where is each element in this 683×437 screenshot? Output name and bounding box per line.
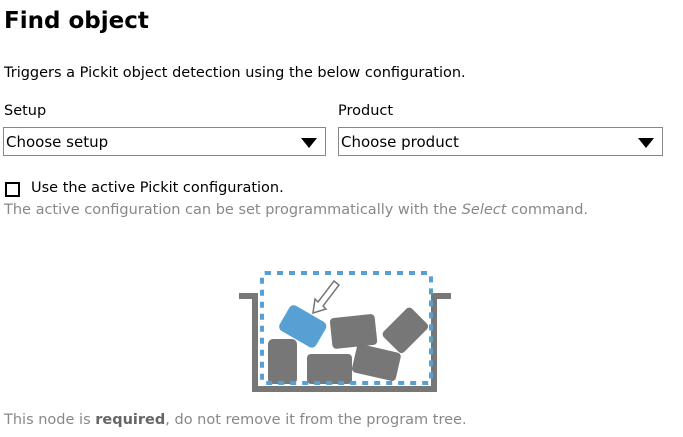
object-shape	[329, 314, 378, 349]
footer-required: required	[95, 412, 166, 428]
setup-select[interactable]: Choose setup	[3, 127, 326, 156]
object-shape	[268, 339, 297, 384]
description: Triggers a Pickit object detection using…	[4, 65, 466, 81]
detection-roi	[260, 271, 433, 385]
note-text-end: command.	[506, 202, 589, 218]
product-value: Choose product	[341, 133, 459, 151]
arrow-icon	[312, 279, 341, 315]
required-note: This node is required, do not remove it …	[4, 412, 467, 428]
dropdown-arrow-icon	[638, 138, 654, 148]
footer-text-end: , do not remove it from the program tree…	[165, 412, 467, 428]
active-config-note: The active configuration can be set prog…	[4, 202, 588, 218]
footer-text: This node is	[4, 412, 96, 428]
note-text: The active configuration can be set prog…	[4, 202, 462, 218]
active-config-label[interactable]: Use the active Pickit configuration.	[31, 180, 284, 196]
bin-icon	[239, 293, 451, 392]
note-command: Select	[461, 202, 507, 218]
object-shape	[351, 344, 401, 381]
setup-value: Choose setup	[6, 133, 109, 151]
dropdown-arrow-icon	[301, 138, 317, 148]
product-select[interactable]: Choose product	[338, 127, 663, 156]
setup-label: Setup	[4, 103, 47, 119]
target-object-shape	[279, 305, 327, 348]
object-shape	[382, 307, 429, 354]
active-config-checkbox[interactable]	[5, 182, 20, 197]
product-label: Product	[338, 103, 394, 119]
object-shape	[307, 354, 352, 384]
page-title: Find object	[4, 8, 149, 34]
